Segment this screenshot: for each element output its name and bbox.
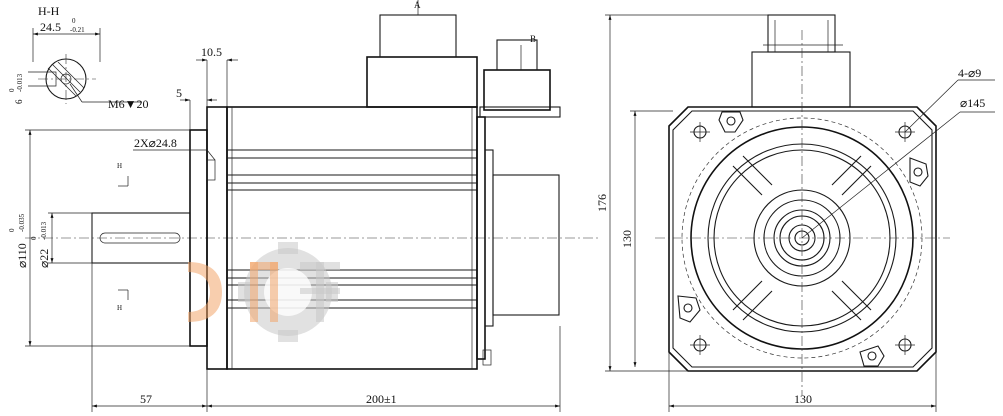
side-view: A B 10.5 5 2X⌀24.8 H H ⌀110 0 -0.035: [8, 0, 600, 412]
lifting-tabs: [677, 111, 929, 367]
connector-b-label: B: [530, 34, 536, 44]
shaft-key: [99, 232, 181, 244]
mounting-holes-dim: 4-⌀9: [958, 66, 981, 80]
overall-height-dim: 176: [595, 194, 609, 212]
connector-b-body: [483, 69, 551, 111]
pilot-depth-dim: 5: [176, 86, 182, 100]
shaft-tol-lower: -0.013: [40, 221, 48, 240]
section-width-tol-upper: 0: [72, 17, 76, 25]
bolt-circle-dim: ⌀145: [960, 96, 985, 110]
connector-a-label: A: [414, 0, 421, 10]
flange-spokes: [732, 155, 872, 321]
square-width-dim: 130: [794, 392, 812, 406]
front-connector-plug: [767, 14, 836, 53]
flange-thickness-dim: 10.5: [201, 45, 222, 59]
shaft-length-dim: 57: [140, 392, 152, 406]
pilot-diameter-dim: ⌀110: [15, 243, 29, 268]
key-dim: 6: [14, 99, 24, 104]
connector-a-body: [366, 56, 478, 108]
section-title: H-H: [38, 4, 60, 18]
section-width-dim: 24.5: [40, 20, 61, 34]
watermark-logo: [188, 242, 340, 342]
connector-a-plug: [379, 14, 457, 58]
front-view: 4-⌀9 ⌀145 176 130 130: [595, 14, 995, 412]
section-mark-top: H: [117, 162, 122, 170]
key-tol-upper: 0: [8, 88, 16, 92]
shaft-diameter-dim: ⌀22: [37, 249, 51, 268]
section-mark-bottom: H: [117, 304, 122, 312]
pilot-tol-lower: -0.035: [18, 213, 26, 232]
pilot-tol-upper: 0: [8, 228, 16, 232]
thread-label: M6▼20: [108, 97, 149, 111]
mounting-holes: [690, 122, 915, 355]
bolt-holes-dim: 2X⌀24.8: [134, 136, 177, 150]
shaft-tol-upper: 0: [30, 236, 38, 240]
key-tol-lower: -0.013: [16, 73, 24, 92]
section-hh: H-H 24.5 0 -0.21 6 0 -0.013 M6▼20: [8, 4, 149, 111]
encoder-cover: [492, 174, 560, 316]
front-flange: [668, 106, 937, 372]
section-width-tol-lower: -0.21: [70, 26, 85, 34]
body-length-dim: 200±1: [366, 392, 397, 406]
connector-b-plug: [496, 39, 538, 71]
square-height-dim: 130: [620, 230, 634, 248]
front-connector-body: [751, 51, 851, 108]
